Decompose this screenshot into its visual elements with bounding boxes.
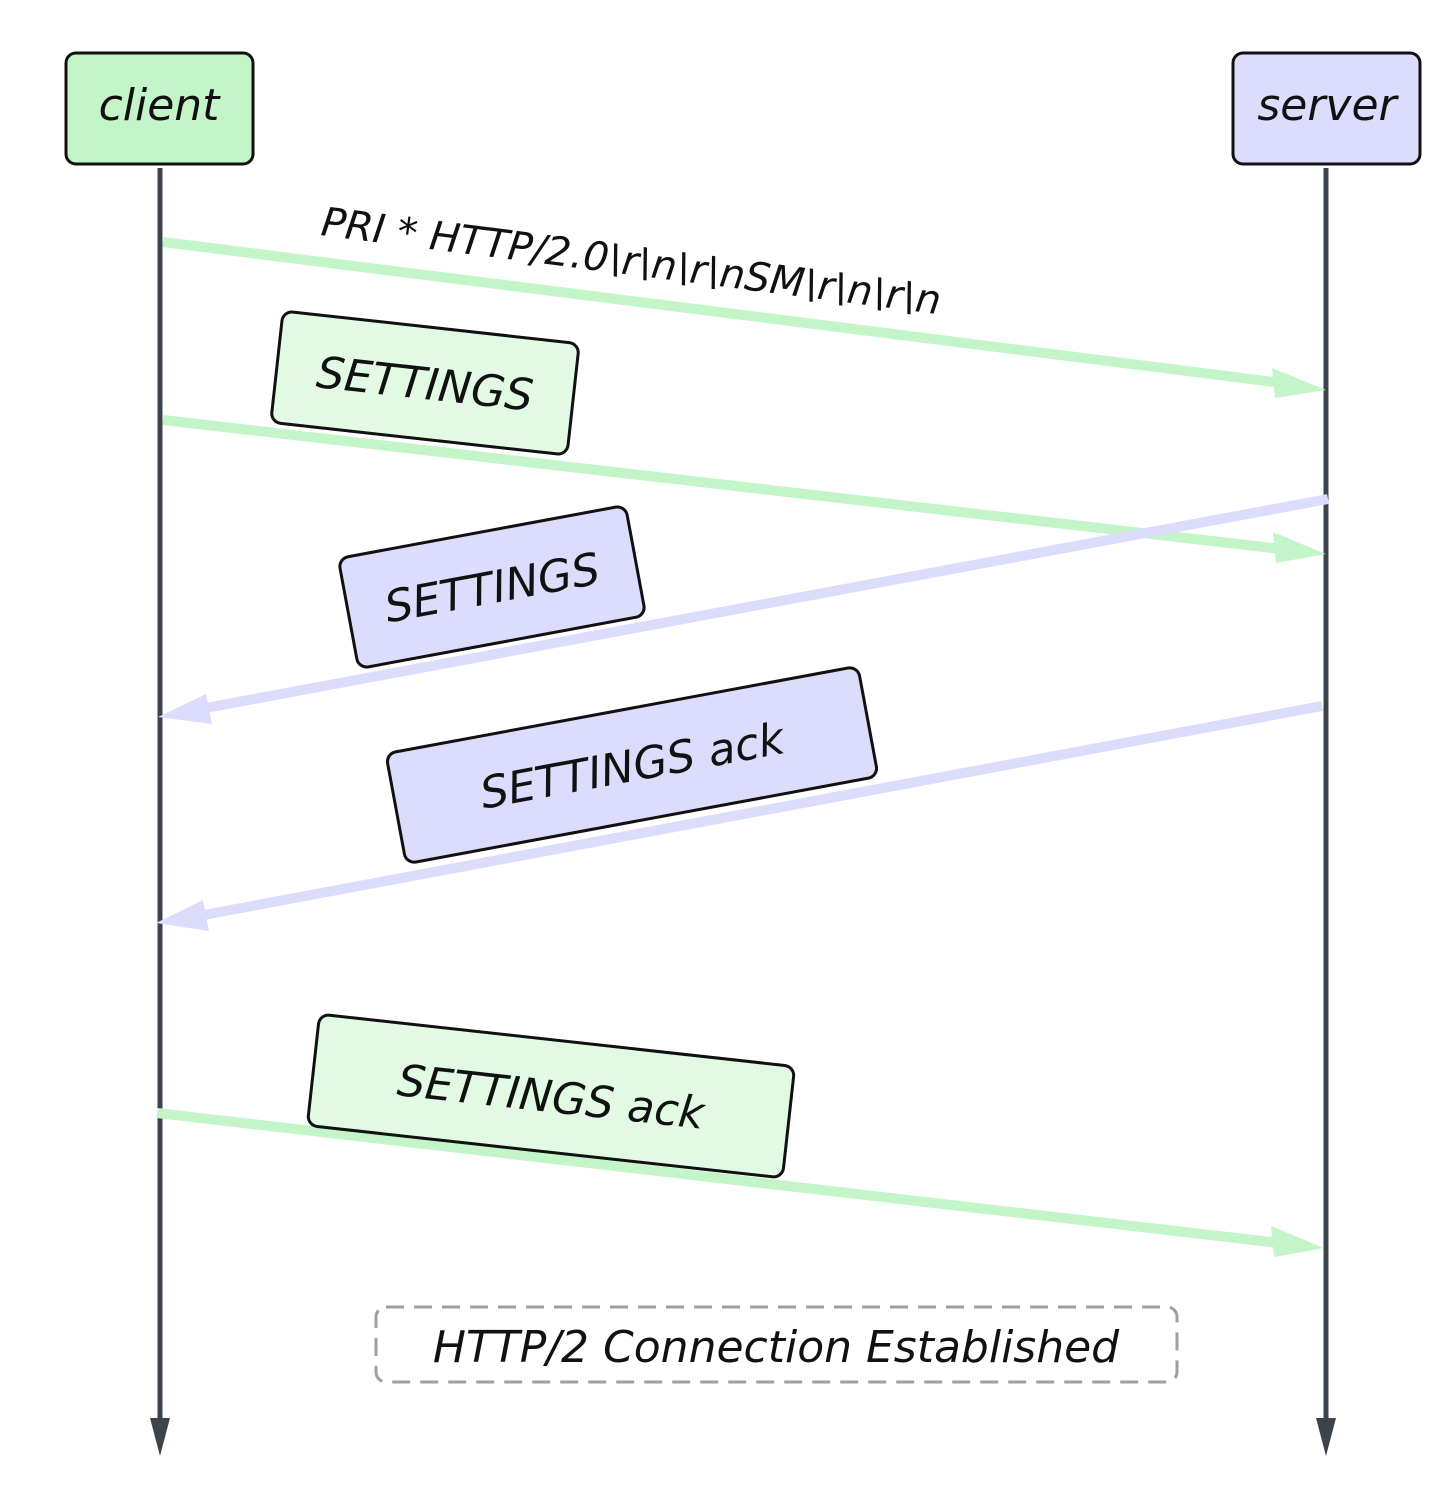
note-label: HTTP/2 Connection Established	[433, 1322, 1120, 1373]
server-lifeline-arrowhead	[1316, 1418, 1336, 1456]
client-settings-ack-label-box: SETTINGS ack	[306, 1013, 796, 1179]
participant-client: client	[64, 51, 255, 166]
message-server-settings-ack: SETTINGS ack	[156, 666, 1323, 931]
message-client-settings-ack: SETTINGS ack	[156, 1013, 1324, 1257]
server-settings-ack-label-box: SETTINGS ack	[385, 666, 879, 864]
participant-server: server	[1231, 51, 1422, 166]
client-label: client	[99, 80, 222, 131]
client-settings-label-box: SETTINGS	[270, 310, 580, 456]
server-label: server	[1257, 80, 1399, 131]
message-server-settings: SETTINGS	[158, 494, 1329, 724]
connection-established-note: HTTP/2 Connection Established	[374, 1305, 1179, 1384]
client-lifeline-arrowhead	[150, 1418, 170, 1456]
message-client-settings: SETTINGS	[162, 310, 1326, 563]
server-settings-label-box: SETTINGS	[338, 505, 646, 669]
